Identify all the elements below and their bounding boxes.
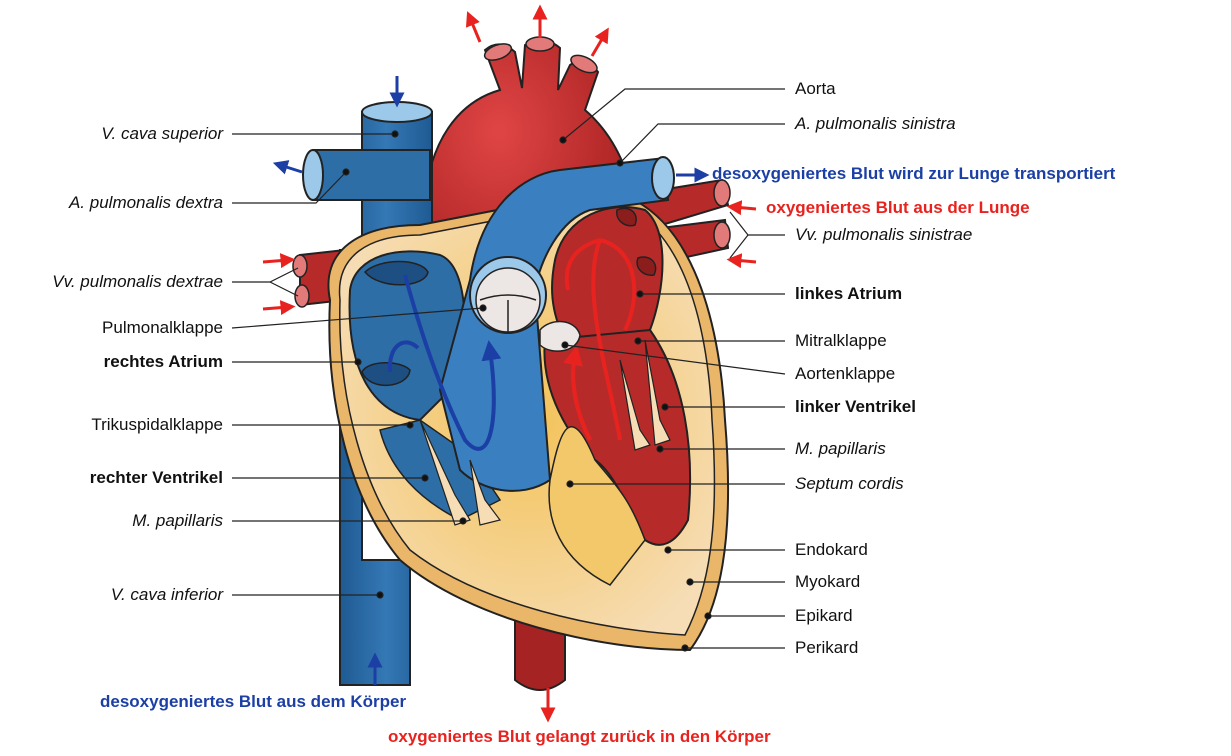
label-v-cava-superior: V. cava superior [101,124,223,144]
label-pulmonalklappe: Pulmonalklappe [102,318,223,338]
label-aortenklappe: Aortenklappe [795,364,895,384]
label-septum-cordis: Septum cordis [795,474,904,494]
caption-deoxy-to-lung: desoxygeniertes Blut wird zur Lunge tran… [712,164,1115,184]
label-aorta: Aorta [795,79,836,99]
label-m-papillaris-right: M. papillaris [795,439,886,459]
label-vv-pulmonalis-sinistrae: Vv. pulmonalis sinistrae [795,225,972,245]
label-epikard: Epikard [795,606,853,626]
right-pulmonary-artery [313,150,430,200]
pulmonary-valve [470,257,546,333]
label-linker-ventrikel: linker Ventrikel [795,397,916,417]
caption-deoxy-from-body: desoxygeniertes Blut aus dem Körper [100,692,406,712]
label-a-pulmonalis-sinistra: A. pulmonalis sinistra [795,114,956,134]
label-trikuspidalklappe: Trikuspidalklappe [91,415,223,435]
label-perikard: Perikard [795,638,858,658]
label-rechtes-atrium: rechtes Atrium [104,352,223,372]
label-m-papillaris-left: M. papillaris [132,511,223,531]
caption-oxy-to-body: oxygeniertes Blut gelangt zurück in den … [388,727,771,747]
label-linkes-atrium: linkes Atrium [795,284,902,304]
label-mitralklappe: Mitralklappe [795,331,887,351]
label-vv-pulmonalis-dextrae: Vv. pulmonalis dextrae [52,272,223,292]
label-myokard: Myokard [795,572,860,592]
label-a-pulmonalis-dextra: A. pulmonalis dextra [69,193,223,213]
label-v-cava-inferior: V. cava inferior [111,585,223,605]
caption-oxy-from-lung: oxygeniertes Blut aus der Lunge [766,198,1030,218]
label-rechter-ventrikel: rechter Ventrikel [90,468,223,488]
label-endokard: Endokard [795,540,868,560]
